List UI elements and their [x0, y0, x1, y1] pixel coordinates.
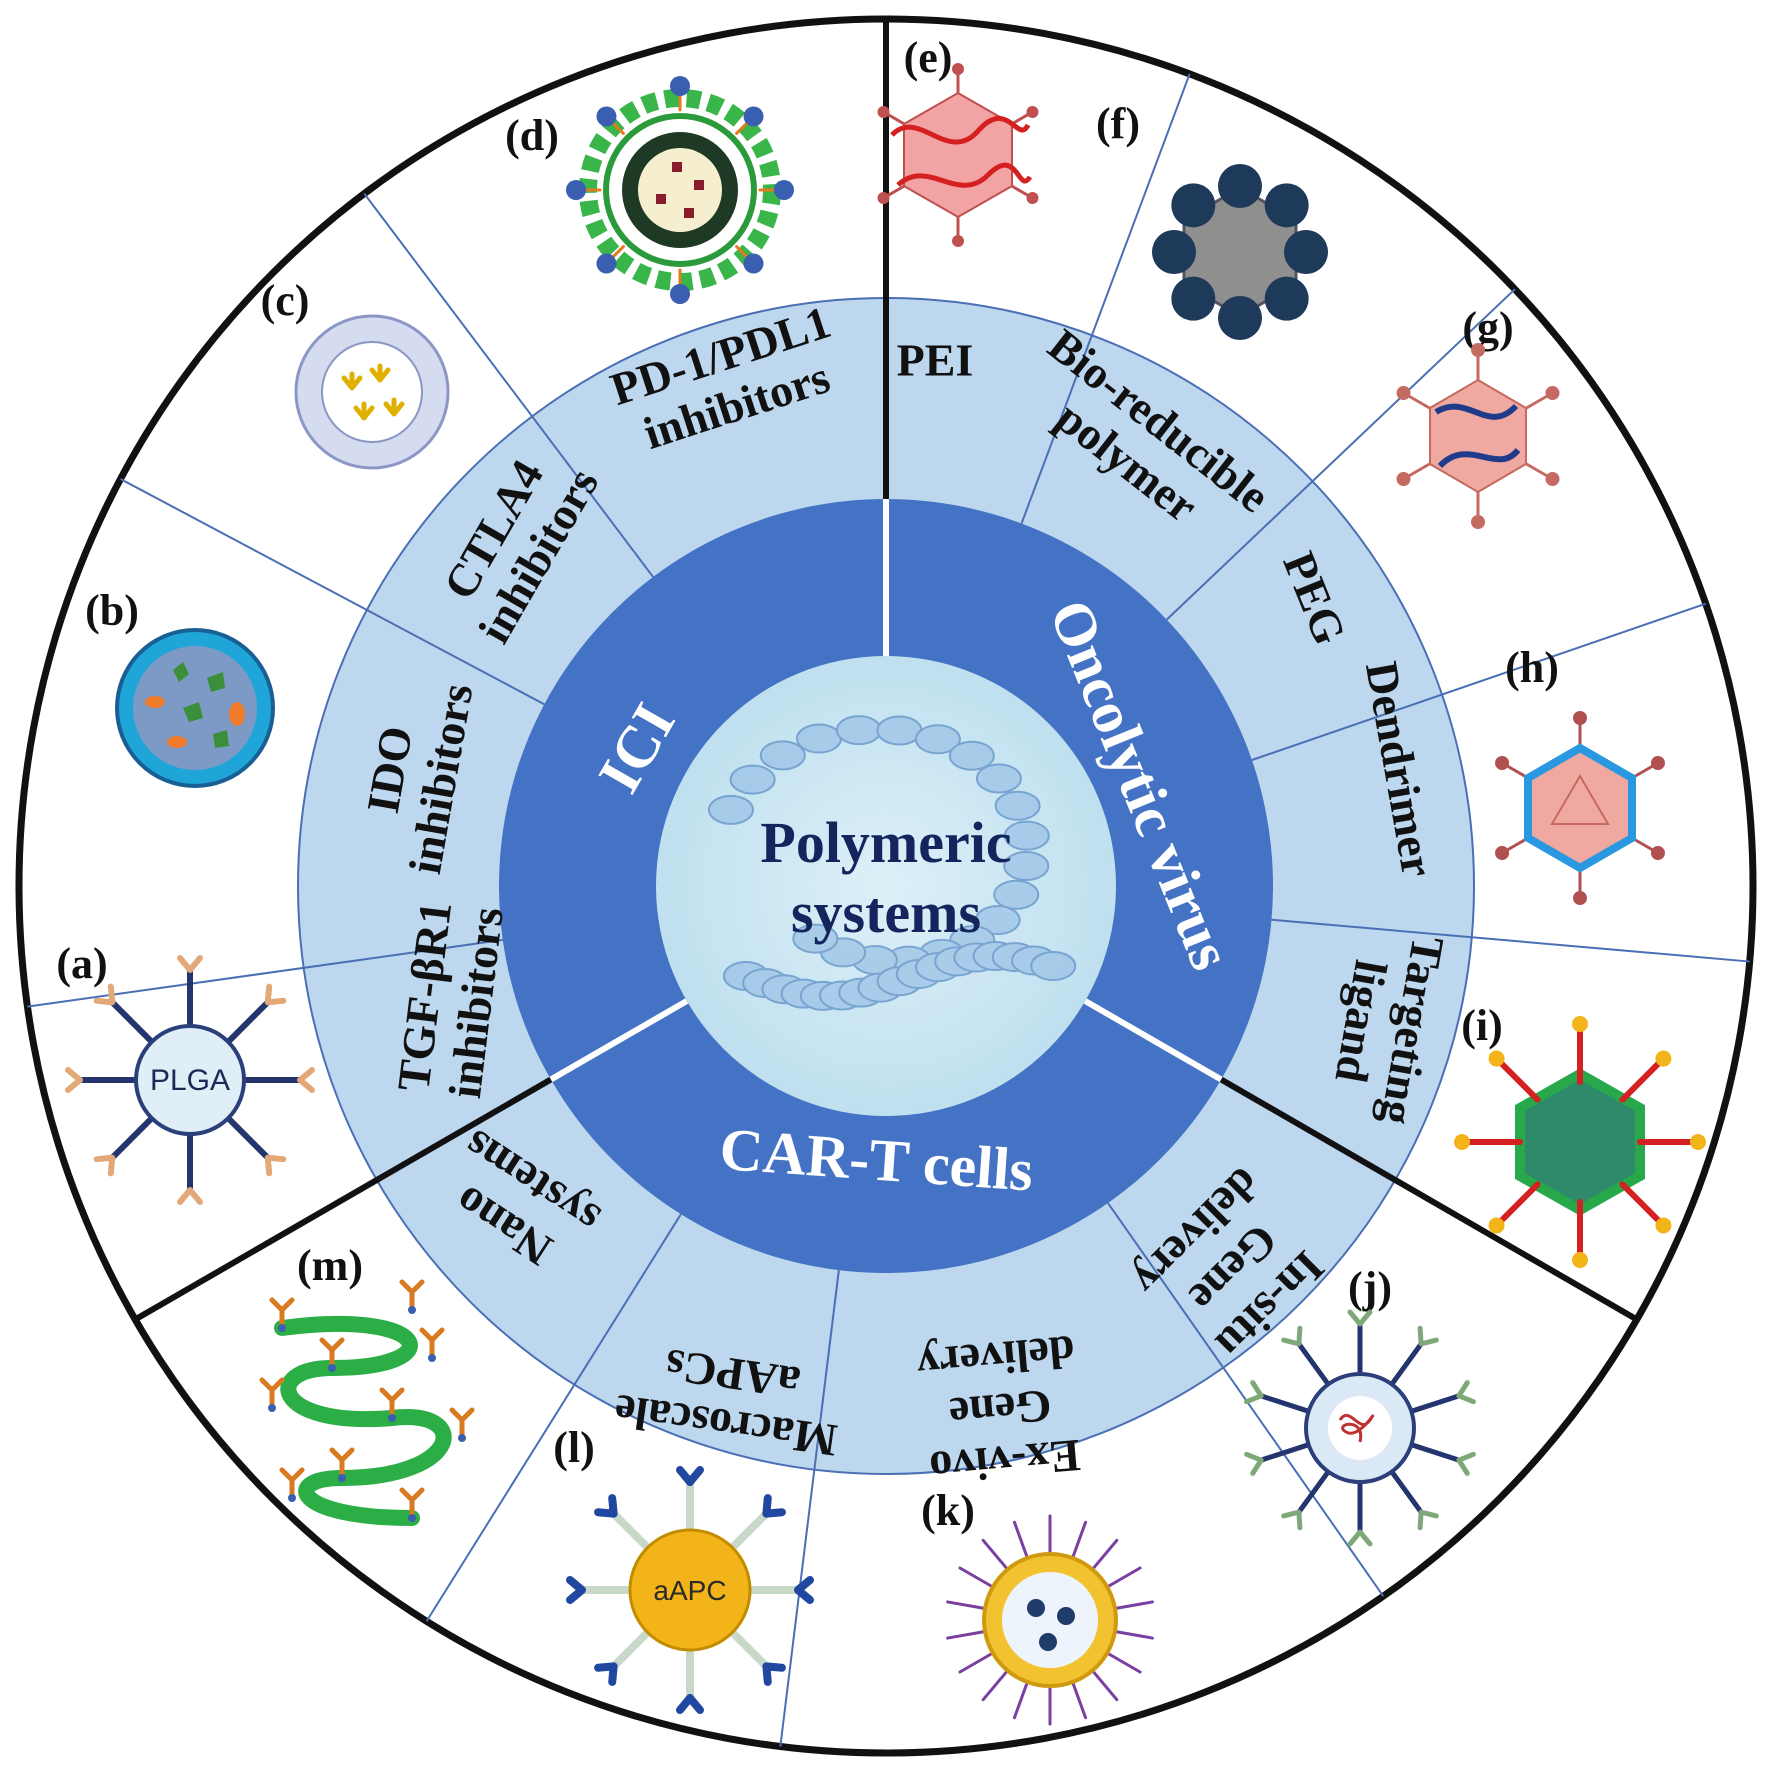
in-situ-gene-nanocarrier-icon — [1244, 1309, 1476, 1547]
chain-bead — [974, 905, 1021, 936]
chain-bead — [796, 723, 843, 754]
category-boundary — [1219, 1076, 1639, 1323]
segment-divider — [1166, 288, 1516, 621]
letter-k: (k) — [921, 1486, 975, 1535]
drug-loaded-micelle-icon — [115, 628, 275, 788]
dendrimer-coated-virus-icon — [1495, 711, 1665, 905]
aapc-particle-icon: aAPC — [566, 1466, 814, 1714]
segment-label-line: PEI — [897, 335, 974, 386]
category-divider — [1083, 998, 1224, 1083]
segment-label-e: PEI — [897, 335, 974, 386]
letter-i: (i) — [1461, 1001, 1503, 1050]
ex-vivo-gene-nanocarrier-icon — [946, 1514, 1154, 1726]
category-dividers — [548, 498, 1224, 1083]
segment-divider — [1251, 602, 1707, 761]
segment-divider — [27, 938, 503, 1008]
letter-d: (d) — [505, 111, 559, 160]
svg-text:PLGA: PLGA — [150, 1064, 230, 1097]
letter-h: (h) — [1505, 643, 1559, 692]
chain-bead — [759, 740, 806, 771]
polymer-shell-nanoparticle-icon — [566, 76, 794, 304]
category-divider — [548, 998, 689, 1083]
segment-divider — [1020, 73, 1191, 524]
segment-divider — [425, 1213, 682, 1622]
chain-bead — [792, 923, 839, 954]
bioreducible-polymer-virus-icon — [1152, 164, 1328, 340]
letter-b: (b) — [85, 586, 139, 635]
polymer-chain-illustration — [707, 715, 1077, 1011]
chain-bead — [729, 764, 776, 795]
ligand-targeted-virus-icon — [1454, 1016, 1706, 1268]
pei-coated-virus-icon — [877, 63, 1039, 247]
chain-bead — [994, 790, 1041, 821]
chain-bead — [1003, 851, 1050, 882]
chain-bead — [835, 715, 882, 746]
letter-e: (e) — [904, 33, 953, 82]
segment-divider — [363, 192, 654, 578]
antibody-vesicle-icon — [294, 314, 450, 470]
chain-bead — [876, 715, 923, 746]
chain-bead — [1003, 820, 1050, 851]
chain-bead — [914, 724, 961, 755]
letter-c: (c) — [261, 276, 310, 325]
letter-m: (m) — [297, 1241, 363, 1290]
chain-bead — [993, 879, 1040, 910]
letter-j: (j) — [1348, 1263, 1392, 1312]
category-boundary — [133, 1076, 553, 1323]
letter-l: (l) — [553, 1423, 595, 1472]
segment-label-line: Gene — [947, 1380, 1053, 1440]
letter-f: (f) — [1096, 99, 1140, 148]
nano-chain-aapc-icon — [259, 1279, 475, 1526]
center-title-line2: systems — [791, 880, 981, 945]
letter-g: (g) — [1462, 303, 1513, 352]
segment-divider — [1271, 918, 1750, 963]
plga-nanoparticle-icon: PLGA — [65, 955, 315, 1205]
letter-a: (a) — [56, 939, 107, 988]
chain-bead — [1030, 951, 1077, 982]
category-boundaries — [133, 19, 1639, 1323]
segment-divider — [120, 478, 545, 706]
center-title-line1: Polymeric — [760, 810, 1011, 875]
chain-bead — [707, 794, 754, 825]
segment-divider — [779, 1269, 840, 1747]
svg-text:aAPC: aAPC — [653, 1575, 726, 1606]
pegylated-virus-icon — [1396, 343, 1560, 529]
chain-bead — [948, 740, 995, 771]
chain-bead — [975, 763, 1022, 794]
